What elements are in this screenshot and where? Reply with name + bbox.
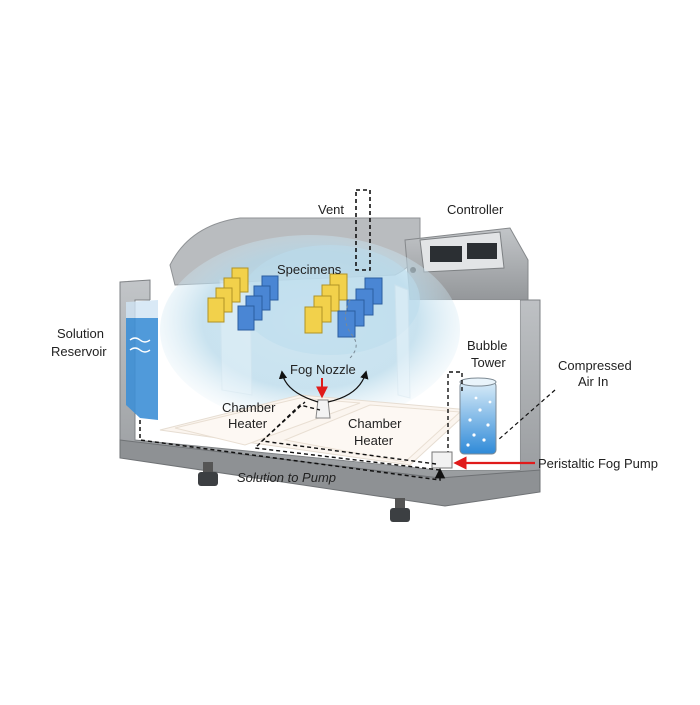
solution-reservoir (126, 300, 158, 420)
specimen-group-left (207, 267, 279, 331)
caster-wheel (390, 498, 410, 522)
reservoir-wave-1 (129, 337, 151, 343)
fog-nozzle-body (315, 399, 331, 419)
label-compressed-air-line2: Air In (578, 374, 608, 389)
label-vent: Vent (318, 202, 344, 217)
label-solution-reservoir-line2: Reservoir (51, 344, 107, 359)
label-chamber-heater-left-line1: Chamber (222, 400, 276, 415)
controller-screen (430, 246, 462, 262)
bubble-tower (459, 377, 497, 455)
label-bubble-tower-line1: Bubble (467, 338, 507, 353)
label-chamber-heater-left-line2: Heater (228, 416, 268, 431)
compressed-air-line (497, 389, 556, 441)
vent-smoke (345, 299, 357, 361)
label-chamber-heater-right-line2: Heater (354, 433, 394, 448)
caster-wheel (198, 462, 218, 486)
vent-duct (355, 189, 371, 271)
specimen-group-right (304, 273, 383, 338)
label-controller: Controller (447, 202, 504, 217)
fog-spray-arrow-left (278, 370, 319, 403)
controller-screen-2 (467, 243, 497, 259)
bubble-tower-dashed-line (447, 371, 463, 455)
label-fog-nozzle: Fog Nozzle (290, 362, 356, 377)
heater-plate-left (174, 397, 361, 446)
label-chamber-heater-right-line1: Chamber (348, 416, 402, 431)
label-compressed-air-line1: Compressed (558, 358, 632, 373)
specimen-panel (207, 297, 225, 323)
label-bubble-tower-line2: Tower (471, 355, 506, 370)
specimen-panel (304, 306, 323, 334)
label-peristaltic-fog-pump: Peristaltic Fog Pump (538, 456, 658, 471)
solution-to-pump-path (139, 420, 446, 481)
reservoir-wave-2 (129, 347, 151, 353)
chamber-glass-right (394, 284, 411, 399)
label-solution-to-pump: Solution to Pump (237, 470, 336, 485)
label-specimens: Specimens (277, 262, 342, 277)
specimen-panel (237, 305, 255, 331)
peristaltic-pump-box (431, 451, 453, 469)
fog-spray-arrow-right (327, 370, 369, 403)
label-solution-reservoir-line1: Solution (57, 326, 104, 341)
supply-line-to-nozzle-2 (260, 401, 437, 465)
